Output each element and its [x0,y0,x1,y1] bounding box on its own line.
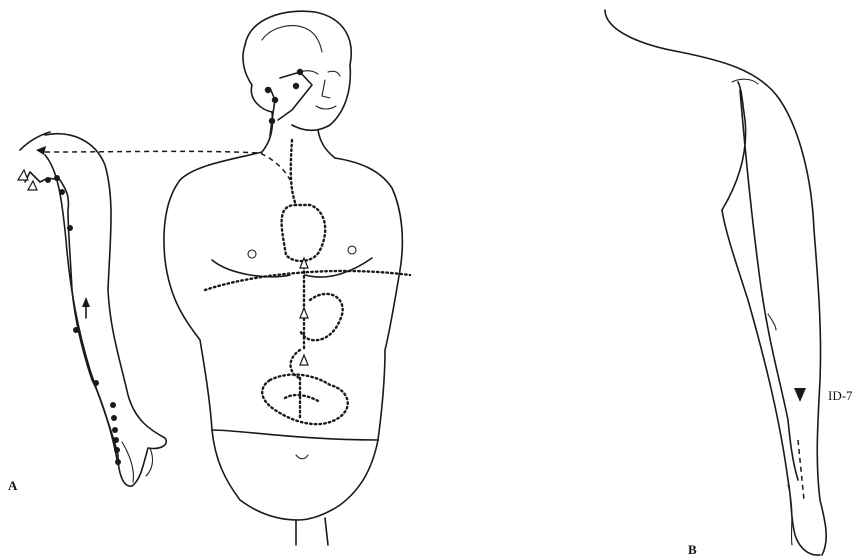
acupoint [110,402,116,408]
arrow-up-icon [82,297,90,307]
arrow-right-icon [36,146,46,155]
panel-b-label: B [688,542,697,558]
panel-a-arm [20,132,166,486]
acupoint [73,327,79,333]
point-callout: ID-7 [828,388,853,404]
panel-a-torso [164,11,402,545]
acupoint [113,437,119,443]
arm-to-neck-pathway [45,151,290,180]
face-meridian [265,69,312,136]
acupoint [54,175,60,181]
panel-b-arm [605,10,826,555]
acupoint [114,447,120,453]
acupoint [59,189,65,195]
acupoint [45,177,51,183]
arm-meridian-path [18,170,121,465]
arrow-down-icon [794,388,806,402]
acupoint [67,225,73,231]
triangle-marker [18,170,28,180]
acupoint [115,459,121,465]
panel-a-label: A [8,478,17,494]
internal-pathways [205,140,410,424]
acupoint [93,380,99,386]
acupoint [112,427,118,433]
acupoint [111,415,117,421]
triangle-marker [28,181,37,190]
